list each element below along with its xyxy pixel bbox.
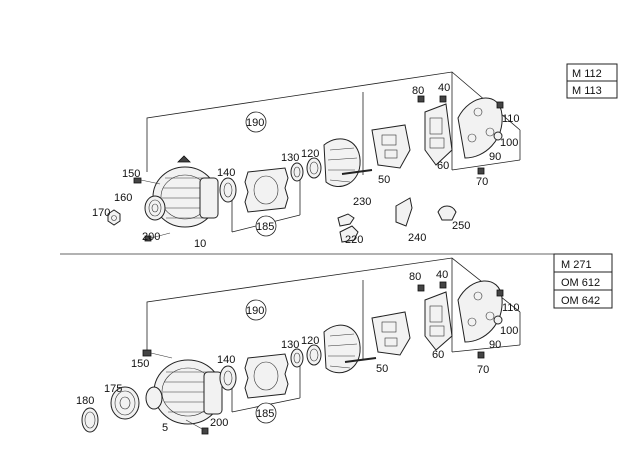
- rotor: [244, 167, 289, 213]
- spacer-ring: [306, 344, 322, 366]
- bracket: [337, 213, 355, 227]
- pulley-cap: [81, 407, 99, 433]
- screw: [439, 281, 447, 289]
- screw: [477, 167, 485, 175]
- bolt: [142, 349, 173, 359]
- rectifier: [371, 311, 411, 356]
- callout-80: 80: [409, 271, 421, 283]
- screw: [496, 289, 504, 297]
- callout-150: 150: [131, 358, 149, 370]
- model-label: M 112: [572, 68, 602, 80]
- callout-40: 40: [438, 82, 450, 94]
- callout-220: 220: [345, 234, 363, 246]
- callout-130: 130: [281, 339, 299, 351]
- callout-240: 240: [408, 232, 426, 244]
- callout-10: 10: [194, 238, 206, 250]
- rear-cover: [457, 97, 503, 159]
- callout-50: 50: [378, 174, 390, 186]
- callout-60: 60: [432, 349, 444, 361]
- callout-100: 100: [500, 137, 518, 149]
- callout-160: 160: [114, 192, 132, 204]
- callout-90: 90: [489, 151, 501, 163]
- top-assembly: 190 185: [92, 71, 521, 250]
- pulley: [110, 386, 163, 420]
- callout-5: 5: [162, 422, 168, 434]
- callout-190-circle: [245, 299, 267, 321]
- rear-cover: [457, 280, 503, 343]
- callout-200: 200: [142, 231, 160, 243]
- callout-70: 70: [477, 364, 489, 376]
- callout-180: 180: [76, 395, 94, 407]
- callout-40: 40: [436, 269, 448, 281]
- bearing: [290, 348, 304, 368]
- callout-185-circle: [255, 215, 277, 237]
- callout-130: 130: [281, 152, 299, 164]
- callout-140: 140: [217, 354, 235, 366]
- screw: [477, 351, 485, 359]
- nut: [493, 315, 503, 325]
- callout-185-circle: [255, 402, 277, 424]
- callout-175: 175: [104, 383, 122, 395]
- callout-50: 50: [376, 363, 388, 375]
- nut: [493, 131, 503, 141]
- through-bolt: [344, 357, 377, 363]
- model-label: OM 642: [561, 295, 600, 307]
- callout-185: 185: [256, 408, 274, 420]
- callout-70: 70: [476, 176, 488, 188]
- alternator-housing: [153, 359, 223, 425]
- callout-190: 190: [246, 305, 264, 317]
- end-shield: [323, 138, 361, 187]
- rectifier: [371, 124, 411, 169]
- holder: [395, 197, 413, 227]
- bolt: [133, 177, 161, 185]
- bearing-ring: [219, 177, 237, 203]
- screw: [417, 284, 425, 292]
- pulley: [144, 195, 166, 221]
- through-bolt: [341, 169, 373, 175]
- callout-90: 90: [489, 339, 501, 351]
- callout-140: 140: [217, 167, 235, 179]
- spacer-ring: [306, 157, 322, 179]
- nut: [107, 209, 121, 226]
- model-label: M 271: [561, 259, 592, 271]
- clamp: [339, 225, 359, 243]
- callout-190: 190: [246, 117, 264, 129]
- bearing-ring: [219, 365, 237, 391]
- callout-150: 150: [122, 168, 140, 180]
- bottom-assembly: 190 185: [76, 257, 521, 435]
- bearing: [290, 162, 304, 182]
- screw: [439, 95, 447, 103]
- callout-110: 110: [502, 113, 520, 125]
- callout-170: 170: [92, 207, 110, 219]
- model-label: OM 612: [561, 277, 600, 289]
- callout-80: 80: [412, 85, 424, 97]
- callout-110: 110: [502, 302, 520, 314]
- callout-120: 120: [301, 335, 319, 347]
- regulator: [424, 291, 453, 351]
- regulator: [424, 103, 453, 166]
- callout-250: 250: [452, 220, 470, 232]
- screw: [417, 95, 425, 103]
- callout-190-circle: [245, 111, 267, 133]
- cap: [437, 205, 457, 221]
- callout-185: 185: [256, 221, 274, 233]
- bolt: [185, 419, 209, 435]
- rotor: [244, 353, 289, 399]
- callout-100: 100: [500, 325, 518, 337]
- screw: [496, 101, 504, 109]
- end-shield: [323, 324, 361, 374]
- callout-120: 120: [301, 148, 319, 160]
- model-box-top: M 112 M 113: [566, 63, 618, 99]
- callout-230: 230: [353, 196, 371, 208]
- callout-200: 200: [210, 417, 228, 429]
- bolt: [144, 232, 171, 242]
- model-box-bottom: M 271 OM 612 OM 642: [553, 253, 613, 309]
- callout-60: 60: [437, 160, 449, 172]
- model-label: M 113: [572, 85, 602, 97]
